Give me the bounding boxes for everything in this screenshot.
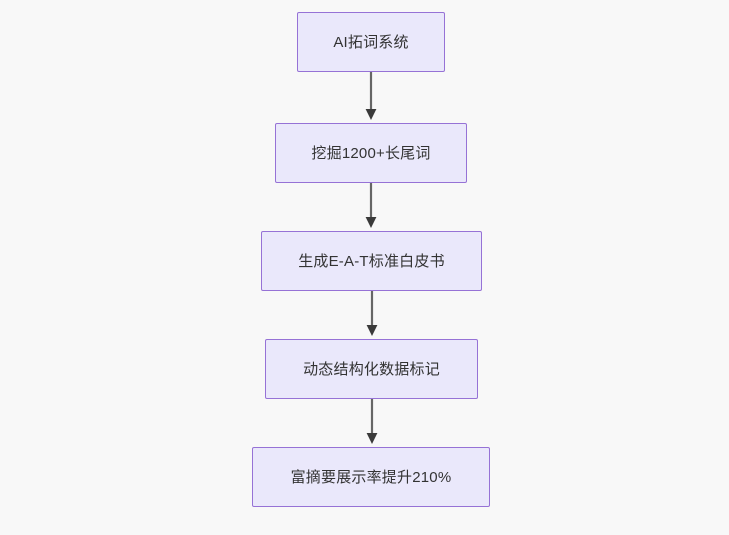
flowchart-node-label: 动态结构化数据标记	[303, 360, 440, 378]
flowchart-node-label: AI拓词系统	[333, 33, 409, 51]
flowchart-node-ai-keyword-system[interactable]: AI拓词系统	[297, 12, 445, 72]
flowchart-node-dynamic-structured-data-markup[interactable]: 动态结构化数据标记	[265, 339, 478, 399]
flowchart-connector-1	[361, 72, 381, 123]
flowchart-node-label: 生成E-A-T标准白皮书	[298, 252, 445, 270]
flowchart-connector-4	[362, 399, 382, 447]
flowchart-connector-3	[362, 291, 382, 339]
flowchart-node-label: 富摘要展示率提升210%	[290, 468, 452, 486]
flowchart-connector-2	[361, 183, 381, 231]
flowchart-node-rich-snippet-impression-lift[interactable]: 富摘要展示率提升210%	[252, 447, 490, 507]
flowchart-node-label: 挖掘1200+长尾词	[311, 144, 431, 162]
flowchart-node-mine-longtail-keywords[interactable]: 挖掘1200+长尾词	[275, 123, 467, 183]
flowchart-node-generate-eat-whitepaper[interactable]: 生成E-A-T标准白皮书	[261, 231, 482, 291]
